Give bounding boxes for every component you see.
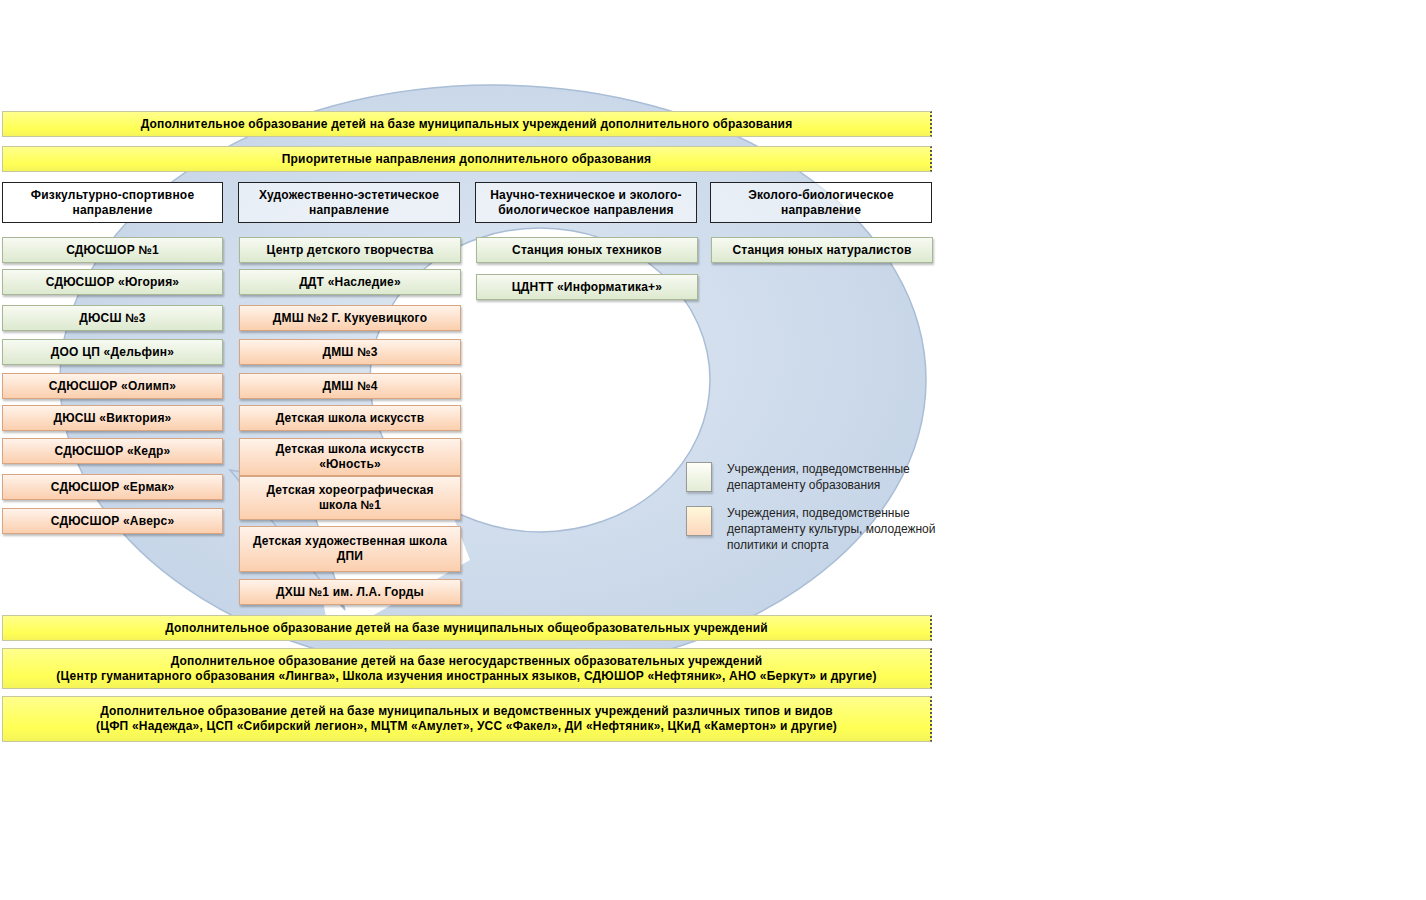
institution-box: ДМШ №3 <box>239 339 461 365</box>
section-band: Дополнительное образование детей на базе… <box>2 111 932 137</box>
column-header: Эколого-биологическое направление <box>710 182 932 223</box>
institution-box: СДЮСШОР «Ермак» <box>2 474 223 500</box>
box-text: ДМШ №4 <box>322 379 377 394</box>
box-text: Детская школа искусств «Юность» <box>246 442 454 472</box>
box-text: ДЮСШ №3 <box>79 311 145 326</box>
institution-box: Детская школа искусств «Юность» <box>239 438 461 476</box>
box-text: ДМШ №3 <box>322 345 377 360</box>
box-text: Эколого-биологическое направление <box>717 188 925 218</box>
box-text: СДЮСШОР «Югория» <box>46 275 179 290</box>
box-text: СДЮСШОР «Олимп» <box>49 379 176 394</box>
institution-box: СДЮСШОР «Олимп» <box>2 373 223 399</box>
institution-box: ДХШ №1 им. Л.А. Горды <box>239 579 461 605</box>
institution-box: ДМШ №4 <box>239 373 461 399</box>
box-text: Дополнительное образование детей на базе… <box>165 621 768 636</box>
box-text: Научно-техническое и эколого-биологическ… <box>482 188 690 218</box>
box-text: ДОО ЦП «Дельфин» <box>51 345 174 360</box>
box-text: ЦДНТТ «Информатика+» <box>512 280 662 295</box>
column-header: Художественно-эстетическое направление <box>238 182 460 223</box>
box-text: СДЮСШОР «Аверс» <box>51 514 175 529</box>
box-text: Дополнительное образование детей на базе… <box>171 654 763 669</box>
box-text: Центр детского творчества <box>267 243 434 258</box>
section-band: Дополнительное образование детей на базе… <box>2 615 932 641</box>
box-text: Детская художественная школа ДПИ <box>246 534 454 564</box>
legend-text: Учреждения, подведомственные департамент… <box>727 505 942 553</box>
institution-box: Детская школа искусств <box>239 405 461 431</box>
box-text: Станция юных техников <box>512 243 662 258</box>
box-text: Физкультурно-спортивное направление <box>9 188 216 218</box>
section-band: Приоритетные направления дополнительного… <box>2 146 932 172</box>
legend-text: Учреждения, подведомственные департамент… <box>727 461 942 493</box>
legend-swatch <box>686 506 712 536</box>
box-text: СДЮСШОР «Ермак» <box>51 480 175 495</box>
box-text: ДХШ №1 им. Л.А. Горды <box>276 585 424 600</box>
box-text: Детская школа искусств <box>276 411 425 426</box>
box-text: (Центр гуманитарного образования «Лингва… <box>56 669 876 684</box>
institution-box: Центр детского творчества <box>239 237 461 263</box>
box-text: ДДТ «Наследие» <box>299 275 401 290</box>
box-text: Дополнительное образование детей на базе… <box>100 704 833 719</box>
institution-box: ДЮСШ «Виктория» <box>2 405 223 431</box>
institution-box: Станция юных натуралистов <box>711 237 933 263</box>
box-text: ДМШ №2 Г. Кукуевицкого <box>273 311 427 326</box>
institution-box: ЦДНТТ «Информатика+» <box>476 274 698 300</box>
institution-box: ДДТ «Наследие» <box>239 269 461 295</box>
box-text: Станция юных натуралистов <box>732 243 911 258</box>
institution-box: СДЮСШОР «Аверс» <box>2 508 223 534</box>
institution-box: Детская хореографическая школа №1 <box>239 476 461 520</box>
institution-box: ДОО ЦП «Дельфин» <box>2 339 223 365</box>
section-band: Дополнительное образование детей на базе… <box>2 648 932 689</box>
box-text: (ЦФП «Надежда», ЦСП «Сибирский легион», … <box>96 719 837 734</box>
institution-box: ДМШ №2 Г. Кукуевицкого <box>239 305 461 331</box>
institution-box: СДЮСШОР «Югория» <box>2 269 223 295</box>
section-band: Дополнительное образование детей на базе… <box>2 696 932 742</box>
institution-box: СДЮСШОР №1 <box>2 237 223 263</box>
legend-swatch <box>686 462 712 492</box>
institution-box: Детская художественная школа ДПИ <box>239 526 461 572</box>
institution-box: СДЮСШОР «Кедр» <box>2 438 223 464</box>
box-text: Дополнительное образование детей на базе… <box>141 117 793 132</box>
box-text: Приоритетные направления дополнительного… <box>282 152 652 167</box>
box-text: Художественно-эстетическое направление <box>245 188 453 218</box>
institution-box: Станция юных техников <box>476 237 698 263</box>
institution-box: ДЮСШ №3 <box>2 305 223 331</box>
box-text: Детская хореографическая школа №1 <box>246 483 454 513</box>
box-text: СДЮСШОР «Кедр» <box>55 444 171 459</box>
box-text: ДЮСШ «Виктория» <box>54 411 172 426</box>
box-text: СДЮСШОР №1 <box>66 243 159 258</box>
column-header: Научно-техническое и эколого-биологическ… <box>475 182 697 223</box>
column-header: Физкультурно-спортивное направление <box>2 182 223 223</box>
